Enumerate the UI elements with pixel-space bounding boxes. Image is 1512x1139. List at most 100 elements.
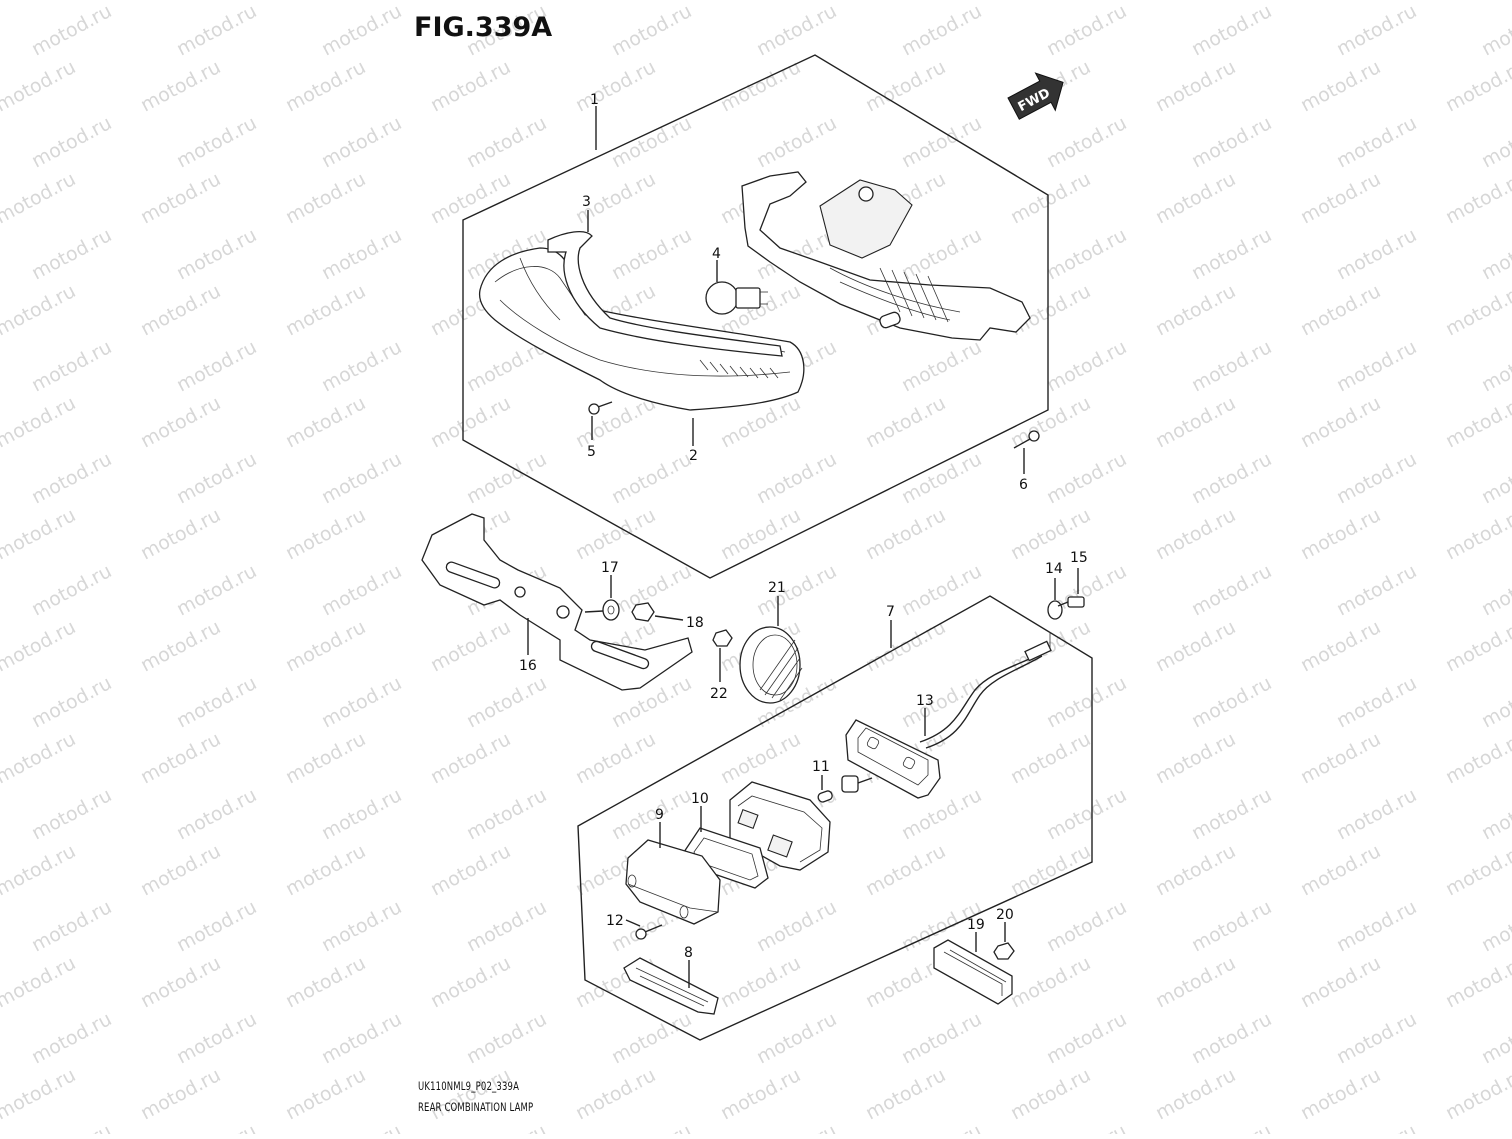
watermark-text: motod.ru bbox=[137, 840, 224, 900]
watermark-text: motod.ru bbox=[608, 1008, 695, 1068]
watermark-text: motod.ru bbox=[1333, 672, 1420, 732]
watermark-text: motod.ru bbox=[1478, 112, 1512, 172]
round-reflector bbox=[739, 626, 803, 704]
watermark-text: motod.ru bbox=[0, 840, 79, 900]
watermark-text: motod.ru bbox=[173, 336, 260, 396]
watermark-text: motod.ru bbox=[463, 672, 550, 732]
watermark-text: motod.ru bbox=[318, 784, 405, 844]
watermark-text: motod.ru bbox=[1478, 896, 1512, 956]
callout-11: 11 bbox=[812, 759, 830, 775]
watermark-text: motod.ru bbox=[753, 896, 840, 956]
callout-2: 2 bbox=[689, 448, 698, 464]
watermark-text: motod.ru bbox=[1333, 336, 1420, 396]
callout-5: 5 bbox=[587, 444, 596, 460]
watermark-text: motod.ru bbox=[1478, 448, 1512, 508]
watermark-text: motod.ru bbox=[717, 504, 804, 564]
nut-22 bbox=[712, 629, 733, 647]
watermark-text: motod.ru bbox=[753, 1008, 840, 1068]
watermark-text: motod.ru bbox=[1007, 392, 1094, 452]
watermark-text: motod.ru bbox=[1152, 840, 1239, 900]
watermark-text: motod.ru bbox=[1333, 560, 1420, 620]
watermark-text: motod.ru bbox=[282, 0, 369, 4]
watermark-text: motod.ru bbox=[318, 448, 405, 508]
washer-14 bbox=[1047, 600, 1063, 620]
watermark-text: motod.ru bbox=[0, 56, 79, 116]
watermark-text: motod.ru bbox=[1333, 224, 1420, 284]
watermark-text: motod.ru bbox=[1442, 56, 1512, 116]
watermark-text: motod.ru bbox=[1152, 504, 1239, 564]
callout-22: 22 bbox=[710, 686, 728, 702]
watermark-text: motod.ru bbox=[1152, 280, 1239, 340]
rear-reflector bbox=[933, 939, 1013, 1005]
watermark-text: motod.ru bbox=[1188, 336, 1275, 396]
watermark-text: motod.ru bbox=[0, 952, 79, 1012]
watermark-text: motod.ru bbox=[1152, 952, 1239, 1012]
watermark-text: motod.ru bbox=[282, 1064, 369, 1124]
watermark-text: motod.ru bbox=[1043, 896, 1130, 956]
figure-name: REAR COMBINATION LAMP bbox=[418, 1100, 534, 1114]
watermark-text: motod.ru bbox=[717, 56, 804, 116]
watermark-text: motod.ru bbox=[1188, 784, 1275, 844]
watermark-text: motod.ru bbox=[173, 560, 260, 620]
license-bracket bbox=[421, 513, 693, 691]
watermark-text: motod.ru bbox=[1152, 728, 1239, 788]
watermark-text: motod.ru bbox=[173, 784, 260, 844]
watermark-text: motod.ru bbox=[608, 112, 695, 172]
watermark-text: motod.ru bbox=[1478, 560, 1512, 620]
watermark-text: motod.ru bbox=[1478, 784, 1512, 844]
watermark-text: motod.ru bbox=[0, 168, 79, 228]
watermark-text: motod.ru bbox=[282, 56, 369, 116]
watermark-text: motod.ru bbox=[1007, 952, 1094, 1012]
watermark-text: motod.ru bbox=[1043, 1120, 1130, 1134]
watermark-text: motod.ru bbox=[318, 1008, 405, 1068]
license-lamp-lens bbox=[625, 839, 721, 925]
watermark-text: motod.ru bbox=[0, 280, 79, 340]
light-guide-strip bbox=[547, 230, 783, 357]
watermark-text: motod.ru bbox=[608, 448, 695, 508]
watermark-text: motod.ru bbox=[1043, 112, 1130, 172]
watermark-text: motod.ru bbox=[1188, 112, 1275, 172]
license-lamp-base bbox=[845, 719, 941, 799]
watermark-text: motod.ru bbox=[173, 448, 260, 508]
watermark-text: motod.ru bbox=[427, 952, 514, 1012]
watermark-text: motod.ru bbox=[1152, 616, 1239, 676]
watermark-text: motod.ru bbox=[173, 112, 260, 172]
watermark-text: motod.ru bbox=[282, 168, 369, 228]
assembly-frame-7 bbox=[577, 595, 1093, 1041]
watermark-text: motod.ru bbox=[1152, 168, 1239, 228]
watermark-text: motod.ru bbox=[28, 112, 115, 172]
watermark-text: motod.ru bbox=[608, 0, 695, 60]
watermark-text: motod.ru bbox=[318, 560, 405, 620]
callout-16: 16 bbox=[519, 658, 537, 674]
watermark-text: motod.ru bbox=[28, 1120, 115, 1134]
watermark-text: motod.ru bbox=[137, 952, 224, 1012]
watermark-text: motod.ru bbox=[173, 0, 260, 60]
watermark-text: motod.ru bbox=[608, 1120, 695, 1134]
watermark-text: motod.ru bbox=[1478, 672, 1512, 732]
watermark-text: motod.ru bbox=[28, 0, 115, 60]
watermark-text: motod.ru bbox=[1442, 280, 1512, 340]
watermark-text: motod.ru bbox=[28, 560, 115, 620]
watermark-text: motod.ru bbox=[1043, 672, 1130, 732]
watermark-text: motod.ru bbox=[862, 840, 949, 900]
watermark-text: motod.ru bbox=[1043, 224, 1130, 284]
nut-20 bbox=[993, 942, 1015, 960]
callout-9: 9 bbox=[655, 807, 664, 823]
watermark-text: motod.ru bbox=[0, 728, 79, 788]
fwd-direction-badge: FWD bbox=[1007, 72, 1064, 120]
watermark-text: motod.ru bbox=[1297, 504, 1384, 564]
watermark-text: motod.ru bbox=[717, 1064, 804, 1124]
watermark-text: motod.ru bbox=[318, 0, 405, 60]
watermark-text: motod.ru bbox=[1297, 56, 1384, 116]
watermark-text: motod.ru bbox=[572, 1064, 659, 1124]
watermark-text: motod.ru bbox=[1188, 448, 1275, 508]
watermark-text: motod.ru bbox=[28, 784, 115, 844]
callout-10: 10 bbox=[691, 791, 709, 807]
watermark-text: motod.ru bbox=[28, 1008, 115, 1068]
watermark-text: motod.ru bbox=[427, 728, 514, 788]
callout-20: 20 bbox=[996, 907, 1014, 923]
watermark-text: motod.ru bbox=[1333, 896, 1420, 956]
callout-12: 12 bbox=[606, 913, 624, 929]
